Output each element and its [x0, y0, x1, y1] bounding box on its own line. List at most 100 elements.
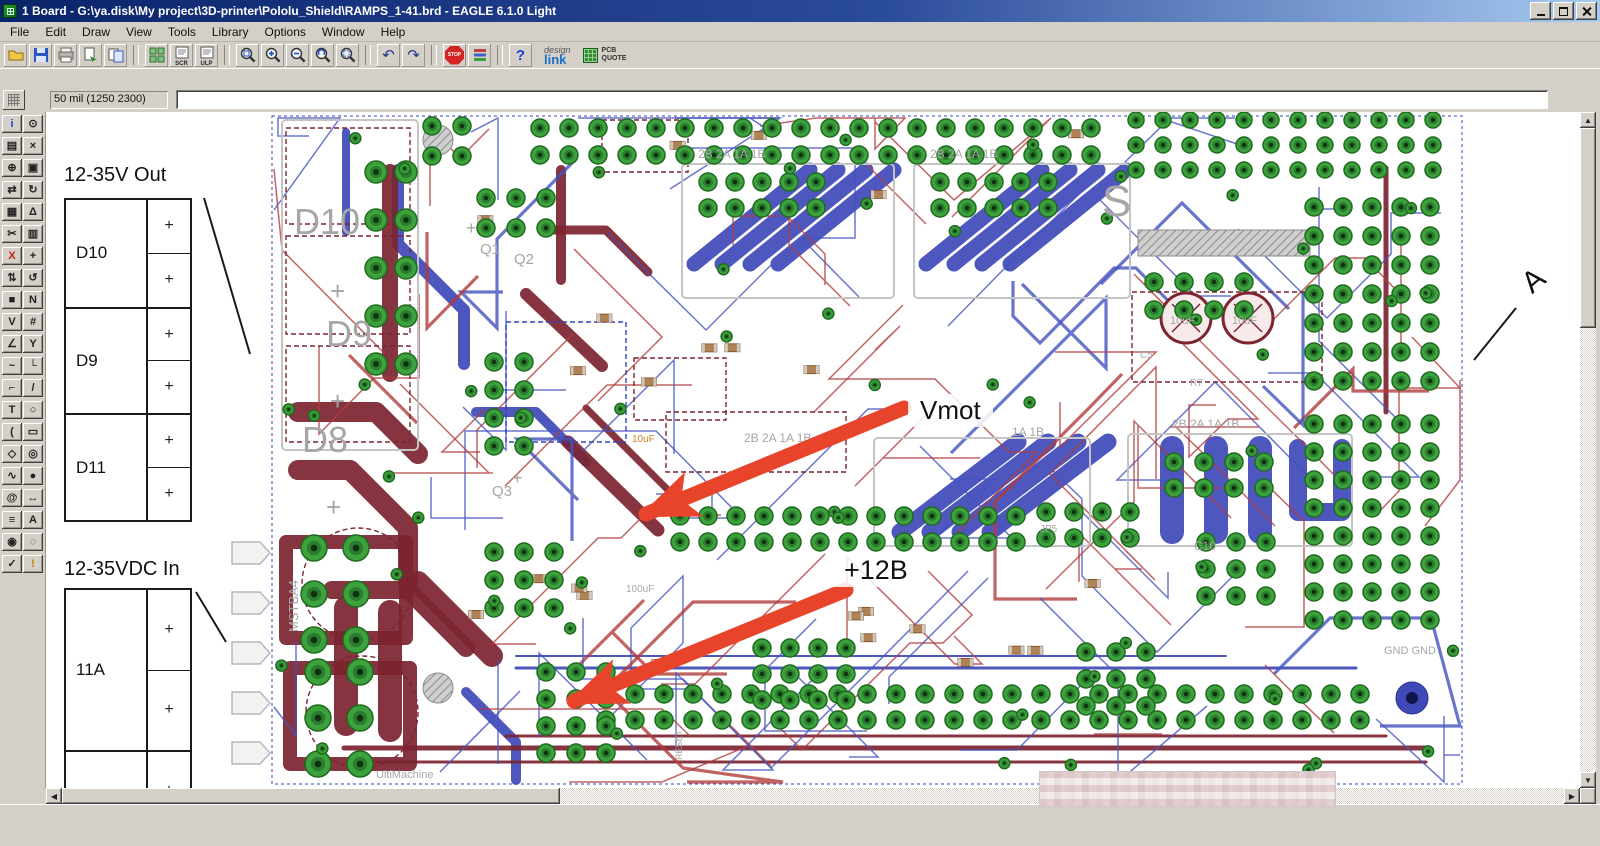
pixelated-watermark [1040, 772, 1335, 806]
add-tool[interactable]: + [23, 247, 43, 265]
errors-tool[interactable]: ! [23, 555, 43, 573]
zoom-redraw-button[interactable] [311, 44, 334, 67]
split-tool[interactable]: Y [23, 335, 43, 353]
menu-tools[interactable]: Tools [160, 23, 204, 41]
name-tool[interactable]: N [23, 291, 43, 309]
cut-tool[interactable]: ✂ [2, 225, 22, 243]
pcb-quote-button[interactable]: PCB QUOTE [583, 47, 636, 63]
menu-window[interactable]: Window [314, 23, 373, 41]
group-tool[interactable]: ▦ [2, 203, 22, 221]
zoom-in-button[interactable] [261, 44, 284, 67]
horizontal-scrollbar[interactable]: ◀ ▶ [46, 788, 1580, 804]
scroll-up-arrow[interactable]: ▲ [1580, 112, 1596, 128]
title-bar[interactable]: 1 Board - G:\ya.disk\My project\3D-print… [0, 0, 1600, 22]
run-ulp-button[interactable]: ULP [195, 44, 218, 67]
save-button[interactable] [29, 44, 52, 67]
board-canvas[interactable]: D10D9D8Q1Q2Q32B 2A 1A 1B2B 2A 1A 1BS2B 2… [46, 112, 1580, 788]
info-tool[interactable]: i [2, 115, 22, 133]
maximize-icon [1559, 7, 1568, 16]
delete-icon: X [8, 251, 15, 262]
ratsnest-icon: ≡ [9, 515, 15, 526]
zoom-in-tool-tool[interactable]: ◉ [2, 533, 22, 551]
hole-tool[interactable]: ● [23, 467, 43, 485]
menu-library[interactable]: Library [204, 23, 257, 41]
dimension-tool[interactable]: ↔ [23, 489, 43, 507]
circle-tool[interactable]: ○ [23, 401, 43, 419]
toolbar-separator [431, 45, 437, 65]
move-tool[interactable]: ⊕ [2, 159, 22, 177]
scroll-down-arrow[interactable]: ▼ [1580, 772, 1596, 788]
smash-tool[interactable]: # [23, 313, 43, 331]
minimize-button[interactable] [1530, 2, 1551, 20]
design-link-logo[interactable]: designlink [544, 45, 571, 65]
wire-tool[interactable]: / [23, 379, 43, 397]
change-tool[interactable]: Δ [23, 203, 43, 221]
zoom-select-button[interactable] [336, 44, 359, 67]
undo-button[interactable]: ↶ [377, 44, 400, 67]
auto-tool[interactable]: A [23, 511, 43, 529]
command-input[interactable] [176, 90, 1548, 109]
smash-icon: # [30, 317, 36, 328]
horizontal-scroll-thumb[interactable] [62, 788, 560, 804]
value-tool[interactable]: V [2, 313, 22, 331]
via-tool[interactable]: ◎ [23, 445, 43, 463]
open-button[interactable] [4, 44, 27, 67]
menu-view[interactable]: View [118, 23, 160, 41]
miter-tool[interactable]: ∠ [2, 335, 22, 353]
text-tool[interactable]: T [2, 401, 22, 419]
scroll-left-arrow[interactable]: ◀ [46, 788, 62, 804]
route-tool[interactable]: └ [23, 357, 43, 375]
print-button[interactable] [54, 44, 77, 67]
text-icon: T [9, 405, 16, 416]
grid-toggle-button[interactable] [3, 90, 25, 110]
menu-edit[interactable]: Edit [37, 23, 74, 41]
arc-tool[interactable]: ( [2, 423, 22, 441]
menu-options[interactable]: Options [257, 23, 314, 41]
optimize-tool[interactable]: ~ [2, 357, 22, 375]
app-icon [3, 4, 17, 18]
help-button[interactable]: ? [509, 44, 532, 67]
drc-tool[interactable]: ✓ [2, 555, 22, 573]
pinswap-tool[interactable]: ⇅ [2, 269, 22, 287]
stop-button[interactable]: STOP [443, 44, 466, 67]
polygon-tool[interactable]: ◇ [2, 445, 22, 463]
load-design-button[interactable] [145, 44, 168, 67]
copy-tool[interactable]: ▣ [23, 159, 43, 177]
maximize-button[interactable] [1553, 2, 1574, 20]
delete-tool[interactable]: X [2, 247, 22, 265]
window-edge [1596, 112, 1600, 804]
stop-icon: STOP [445, 46, 464, 65]
attach-tool[interactable]: @ [2, 489, 22, 507]
mirror-tool[interactable]: ⇄ [2, 181, 22, 199]
cam-processor-button[interactable] [79, 44, 102, 67]
minimize-icon [1537, 7, 1545, 16]
pcb-quote-icon [583, 48, 598, 63]
rotate-icon: ↻ [28, 185, 37, 196]
ratsnest-tool[interactable]: ≡ [2, 511, 22, 529]
script-button[interactable]: SCR [170, 44, 193, 67]
zoom-out-tool-tool[interactable]: ◌ [23, 533, 43, 551]
redo-button[interactable]: ↷ [402, 44, 425, 67]
replace-tool[interactable]: ↺ [23, 269, 43, 287]
mark-tool[interactable]: × [23, 137, 43, 155]
ripup-tool[interactable]: ⌐ [2, 379, 22, 397]
zoom-fit-button[interactable] [236, 44, 259, 67]
lock-tool[interactable]: ■ [2, 291, 22, 309]
display-tool[interactable]: ▤ [2, 137, 22, 155]
vertical-scroll-thumb[interactable] [1580, 128, 1596, 328]
switch-board-schematic-button[interactable] [104, 44, 127, 67]
menu-file[interactable]: File [2, 23, 37, 41]
menu-draw[interactable]: Draw [74, 23, 118, 41]
menu-help[interactable]: Help [373, 23, 414, 41]
zoom-out-button[interactable] [286, 44, 309, 67]
signal-tool[interactable]: ∿ [2, 467, 22, 485]
rotate-tool[interactable]: ↻ [23, 181, 43, 199]
vertical-scrollbar[interactable]: ▲ ▼ [1580, 112, 1596, 788]
close-button[interactable] [1576, 2, 1597, 20]
scroll-right-arrow[interactable]: ▶ [1564, 788, 1580, 804]
layer-display-button[interactable] [468, 44, 491, 67]
show-tool[interactable]: ⊙ [23, 115, 43, 133]
silkscreen-text: D9 [326, 313, 372, 354]
paste-tool[interactable]: ▥ [23, 225, 43, 243]
rect-tool[interactable]: ▭ [23, 423, 43, 441]
